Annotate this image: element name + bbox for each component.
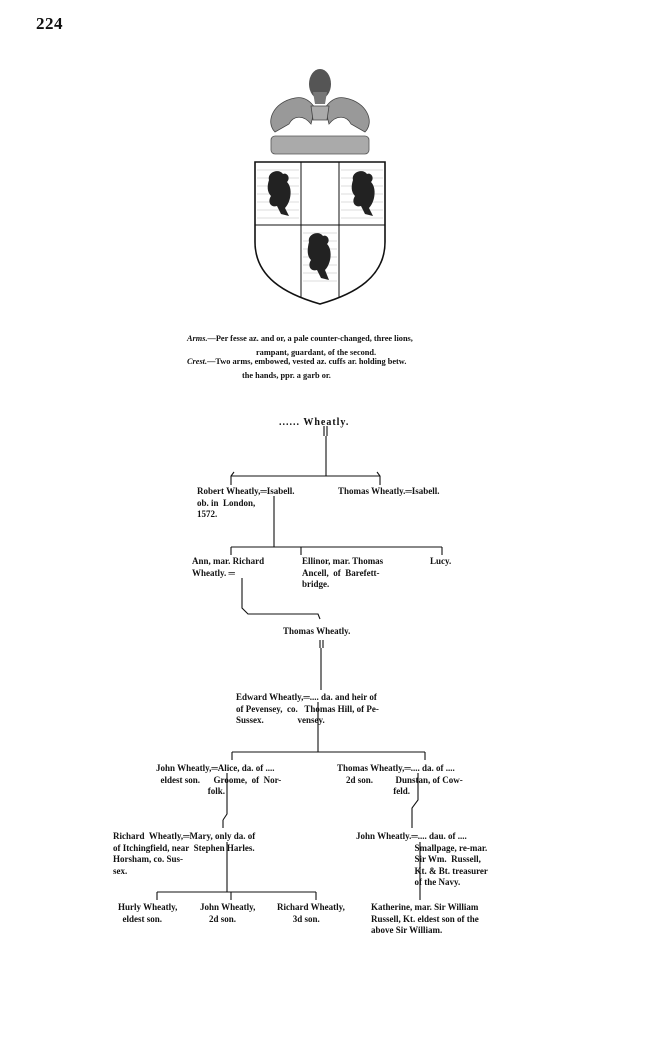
arms-line-1: —Per fesse az. and or, a pale counter-ch…	[207, 334, 413, 343]
thomas-wheatly-gen3-node: Thomas Wheatly.	[283, 626, 351, 636]
richard-wheatly-node: Richard Wheatly,═Mary, only da. of of It…	[113, 831, 256, 876]
arms-line-2: rampant, guardant, of the second.	[256, 348, 377, 357]
arms-blazon: Arms.—Per fesse az. and or, a pale count…	[187, 332, 413, 346]
crest-line-2: the hands, ppr. a garb or.	[242, 371, 331, 380]
crest-line-1: —Two arms, embowed, vested az. cuffs ar.…	[207, 357, 407, 366]
edward-wheatly-node: Edward Wheatly,═.... da. and heir of of …	[236, 692, 379, 725]
coat-of-arms-illustration	[254, 69, 386, 305]
robert-wheatly-node: Robert Wheatly,═Isabell. ob. in London, …	[197, 486, 295, 519]
page-number: 224	[36, 14, 63, 33]
progenitor-wheatly: ...... Wheatly.	[279, 417, 350, 428]
crest-image	[270, 69, 370, 155]
ann-node: Ann, mar. Richard Wheatly. ═	[192, 556, 265, 578]
john-wheatly-eldest-node: John Wheatly,═Alice, da. of .... eldest …	[156, 763, 282, 796]
arms-label: Arms.	[187, 334, 208, 343]
thomas-wheatly-2d-node: Thomas Wheatly,═.... da. of .... 2d son.…	[337, 763, 463, 796]
john-wheatly-gen6-node: John Wheatly.═.... dau. of .... Smallpag…	[356, 831, 488, 887]
hurly-wheatly-node: Hurly Wheatly, eldest son.	[118, 902, 178, 924]
katherine-node: Katherine, mar. Sir William Russell, Kt.…	[371, 902, 479, 935]
richard-wheatly-gen7-node: Richard Wheatly, 3d son.	[277, 902, 345, 924]
crest-blazon: Crest.—Two arms, embowed, vested az. cuf…	[187, 355, 406, 369]
thomas-wheatly-node: Thomas Wheatly.═Isabell.	[338, 486, 440, 496]
lucy-node: Lucy.	[430, 556, 452, 566]
crest-label: Crest.	[187, 357, 208, 366]
ellinor-node: Ellinor, mar. Thomas Ancell, of Barefett…	[302, 556, 384, 589]
shield-image	[254, 161, 386, 305]
john-wheatly-gen7-node: John Wheatly, 2d son.	[200, 902, 256, 924]
